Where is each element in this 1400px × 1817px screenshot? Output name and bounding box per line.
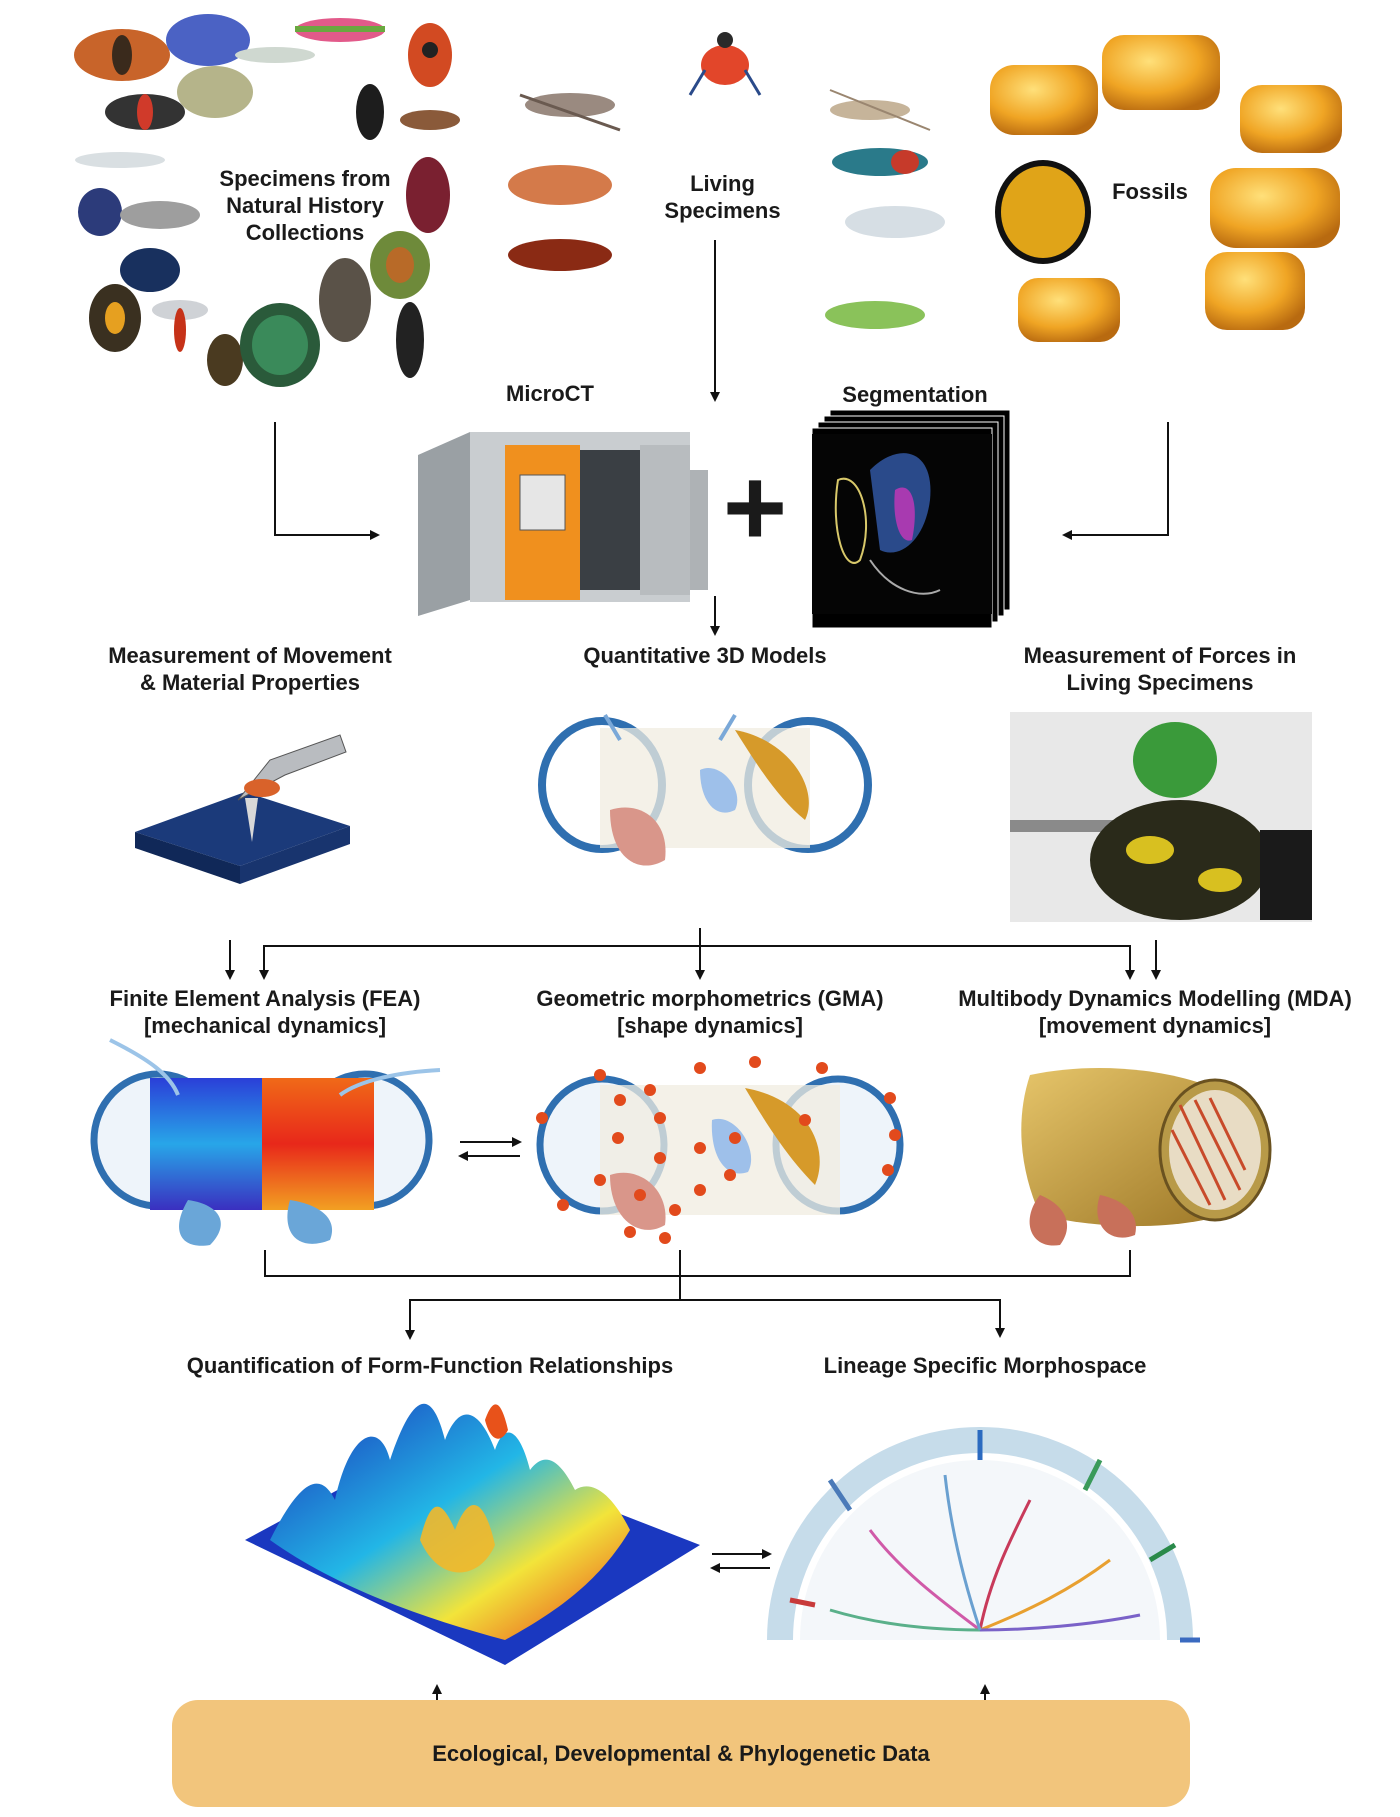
- form-function-text: Quantification of Form-Function Relation…: [186, 1353, 674, 1378]
- amber-fossils-illustration: [990, 35, 1342, 342]
- plus-text: +: [722, 446, 788, 569]
- flow-arrows: [225, 240, 1169, 1700]
- exchange-arrows: [458, 1137, 772, 1573]
- 3d-models-label: Quantitative 3D Models: [560, 642, 850, 669]
- data-bar: Ecological, Developmental & Phylogenetic…: [172, 1700, 1190, 1807]
- collections-label: Specimens from Natural History Collectio…: [200, 165, 410, 246]
- fea-line-2: [mechanical dynamics]: [143, 1013, 387, 1038]
- data-bar-text: Ecological, Developmental & Phylogenetic…: [432, 1740, 930, 1766]
- collections-line-2: Natural History: [226, 193, 384, 218]
- fossils-text: Fossils: [1112, 179, 1188, 204]
- forces-line-2: Living Specimens: [1066, 670, 1254, 695]
- morphospace-label: Lineage Specific Morphospace: [810, 1352, 1160, 1379]
- movement-line-2: & Material Properties: [139, 670, 361, 695]
- mda-label: Multibody Dynamics Modelling (MDA) [move…: [940, 985, 1370, 1039]
- morphospace-text: Lineage Specific Morphospace: [823, 1353, 1147, 1378]
- microct-scanner-illustration: [418, 432, 708, 616]
- collections-line-1: Specimens from: [219, 166, 391, 191]
- force-measurement-label: Measurement of Forces in Living Specimen…: [1005, 642, 1315, 696]
- gma-label: Geometric morphometrics (GMA) [shape dyn…: [525, 985, 895, 1039]
- segmentation-text: Segmentation: [842, 382, 988, 407]
- living-insects-illustration: [508, 32, 945, 329]
- fea-line-1: Finite Element Analysis (FEA): [109, 986, 421, 1011]
- movement-measurement-label: Measurement of Movement & Material Prope…: [95, 642, 405, 696]
- models-text: Quantitative 3D Models: [583, 643, 827, 668]
- forces-line-1: Measurement of Forces in: [1023, 643, 1297, 668]
- fea-model-illustration: [90, 1038, 441, 1246]
- 3d-model-illustration: [538, 713, 872, 866]
- force-measurement-photo: [1010, 712, 1312, 922]
- mda-model-illustration: [1021, 1067, 1272, 1246]
- indentation-illustration: [135, 734, 350, 884]
- mda-line-1: Multibody Dynamics Modelling (MDA): [958, 986, 1352, 1011]
- fea-label: Finite Element Analysis (FEA) [mechanica…: [90, 985, 440, 1039]
- plus-sign: +: [715, 446, 795, 569]
- form-function-label: Quantification of Form-Function Relation…: [170, 1352, 690, 1379]
- segmentation-stack-illustration: [811, 409, 1011, 629]
- segmentation-label: Segmentation: [830, 381, 1000, 408]
- insect-collection-illustration: [74, 14, 460, 387]
- living-line-1: Living: [690, 171, 755, 196]
- living-specimens-label: Living Specimens: [650, 170, 795, 224]
- morphospace-surface-illustration: [245, 1403, 700, 1665]
- mda-line-2: [movement dynamics]: [1038, 1013, 1272, 1038]
- fossils-label: Fossils: [1100, 178, 1200, 205]
- microct-label: MicroCT: [490, 380, 610, 407]
- living-line-2: Specimens: [664, 198, 781, 223]
- gma-line-1: Geometric morphometrics (GMA): [536, 986, 884, 1011]
- phylogeny-tree-illustration: [767, 1427, 1200, 1643]
- gma-model-illustration: [536, 1056, 904, 1244]
- gma-line-2: [shape dynamics]: [617, 1013, 803, 1038]
- microct-text: MicroCT: [506, 381, 594, 406]
- collections-line-3: Collections: [245, 220, 365, 245]
- movement-line-1: Measurement of Movement: [108, 643, 392, 668]
